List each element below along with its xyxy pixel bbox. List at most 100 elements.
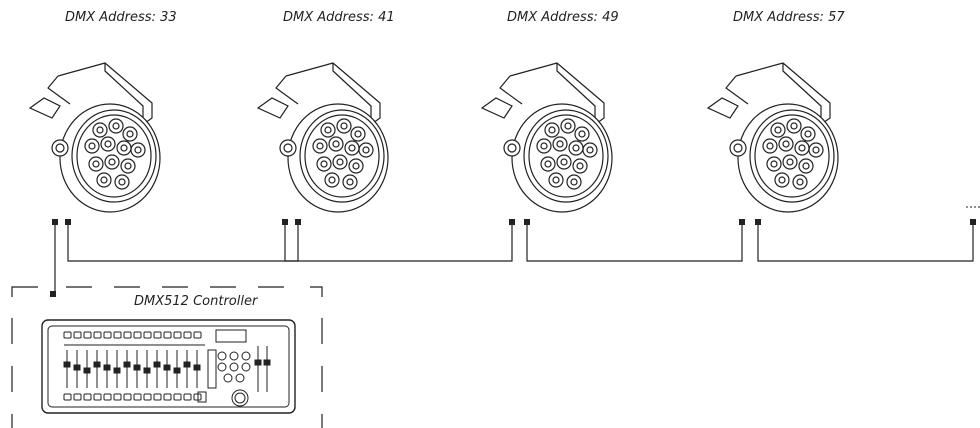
fixture-led xyxy=(544,122,560,138)
controller-bottom-button xyxy=(183,393,192,401)
controller-top-button xyxy=(83,331,92,339)
fixture-led-core xyxy=(564,122,572,130)
fixture-led xyxy=(84,138,100,154)
fixture-led-core xyxy=(576,162,584,170)
fixture-led-core xyxy=(578,130,586,138)
fixture-led-core xyxy=(346,178,354,186)
controller-bottom-button xyxy=(133,393,142,401)
controller-side-fader xyxy=(207,349,217,389)
fixture-led xyxy=(798,158,814,174)
fixture-led-core xyxy=(572,144,580,152)
controller-label: DMX512 Controller xyxy=(134,294,258,309)
fixture-mount-tab xyxy=(480,97,513,119)
controller-top-button xyxy=(193,331,202,339)
fixture-led xyxy=(96,172,112,188)
fixture-led-core xyxy=(540,142,548,150)
fixture-led-core xyxy=(340,122,348,130)
fixture-led-core xyxy=(798,144,806,152)
controller-control-button xyxy=(217,351,227,361)
fixture-led xyxy=(122,126,138,142)
fixture-led xyxy=(108,118,124,134)
controller-top-button xyxy=(63,331,72,339)
controller-fader-knob xyxy=(123,361,131,368)
fixture-led-core xyxy=(782,140,790,148)
fixture-3-address-label: DMX Address: 49 xyxy=(507,10,619,25)
controller-control-button xyxy=(229,351,239,361)
fixture-led-core xyxy=(104,140,112,148)
fixture-4 xyxy=(706,62,839,213)
fixture-lens-ring xyxy=(754,114,830,198)
controller-fader-knob xyxy=(163,364,171,371)
fixture-led xyxy=(324,172,340,188)
controller-control-button xyxy=(223,373,233,383)
fixture-led-core xyxy=(586,146,594,154)
controller-top-button xyxy=(103,331,112,339)
controller-fader-knob xyxy=(153,361,161,368)
fixture-lens-ring xyxy=(304,114,380,198)
fixture-led xyxy=(316,156,332,172)
controller-fader-knob xyxy=(73,364,81,371)
fixture-led-core xyxy=(552,176,560,184)
fixture-led xyxy=(320,122,336,138)
fixture-led xyxy=(536,138,552,154)
fixture-led-core xyxy=(556,140,564,148)
fixture-led xyxy=(766,156,782,172)
controller-control-button xyxy=(241,362,251,372)
fixture-led-core xyxy=(118,178,126,186)
controller-top-button xyxy=(73,331,82,339)
fixture-led xyxy=(100,136,116,152)
fixture-led-core xyxy=(548,126,556,134)
fixture-led xyxy=(312,138,328,154)
fixture-4-address-label: DMX Address: 57 xyxy=(733,10,845,25)
cable-segment-2 xyxy=(284,222,513,262)
fixture-led xyxy=(560,118,576,134)
fixture-knob xyxy=(279,139,297,157)
fixture-led-core xyxy=(796,178,804,186)
fixture-knob xyxy=(51,139,69,157)
controller-jog-wheel xyxy=(231,389,249,407)
fixture-led-core xyxy=(348,144,356,152)
controller-top-button xyxy=(113,331,122,339)
fixture-led-core xyxy=(112,122,120,130)
fixture-housing xyxy=(59,103,161,213)
controller-master-fader-knob xyxy=(254,359,262,366)
controller-fader-knob xyxy=(93,361,101,368)
fixture-bezel xyxy=(749,109,835,203)
fixture-led xyxy=(114,174,130,190)
controller-bottom-button xyxy=(113,393,122,401)
controller-fader-knob xyxy=(103,364,111,371)
controller-fader-knob xyxy=(173,367,181,374)
controller-bottom-button xyxy=(73,393,82,401)
fixture-led xyxy=(786,118,802,134)
controller-fader-knob xyxy=(143,367,151,374)
fixture-led xyxy=(582,142,598,158)
controller-control-button xyxy=(235,373,245,383)
fixture-knob xyxy=(503,139,521,157)
fixture-led-core xyxy=(362,146,370,154)
fixture-led-core xyxy=(96,126,104,134)
fixture-led-core xyxy=(88,142,96,150)
controller-top-button xyxy=(133,331,142,339)
fixture-2 xyxy=(256,62,389,213)
controller-bottom-button xyxy=(143,393,152,401)
cable-segment-3 xyxy=(526,222,743,262)
controller-bottom-button xyxy=(103,393,112,401)
fixture-led xyxy=(342,174,358,190)
fixture-led xyxy=(540,156,556,172)
cable-segment-1 xyxy=(67,222,299,262)
fixture-mount-tab xyxy=(256,97,289,119)
fixture-led xyxy=(808,142,824,158)
fixture-led-core xyxy=(812,146,820,154)
controller-control-button xyxy=(229,362,239,372)
fixture-led xyxy=(762,138,778,154)
cable-segment-4 xyxy=(757,222,974,262)
fixture-led xyxy=(556,154,572,170)
fixture-knob-center xyxy=(283,143,293,153)
fixture-led-core xyxy=(802,162,810,170)
controller-fader-knob xyxy=(193,364,201,371)
fixture-led-core xyxy=(774,126,782,134)
controller-bottom-button xyxy=(63,393,72,401)
fixture-led-core xyxy=(124,162,132,170)
controller-fader-knob xyxy=(133,364,141,371)
